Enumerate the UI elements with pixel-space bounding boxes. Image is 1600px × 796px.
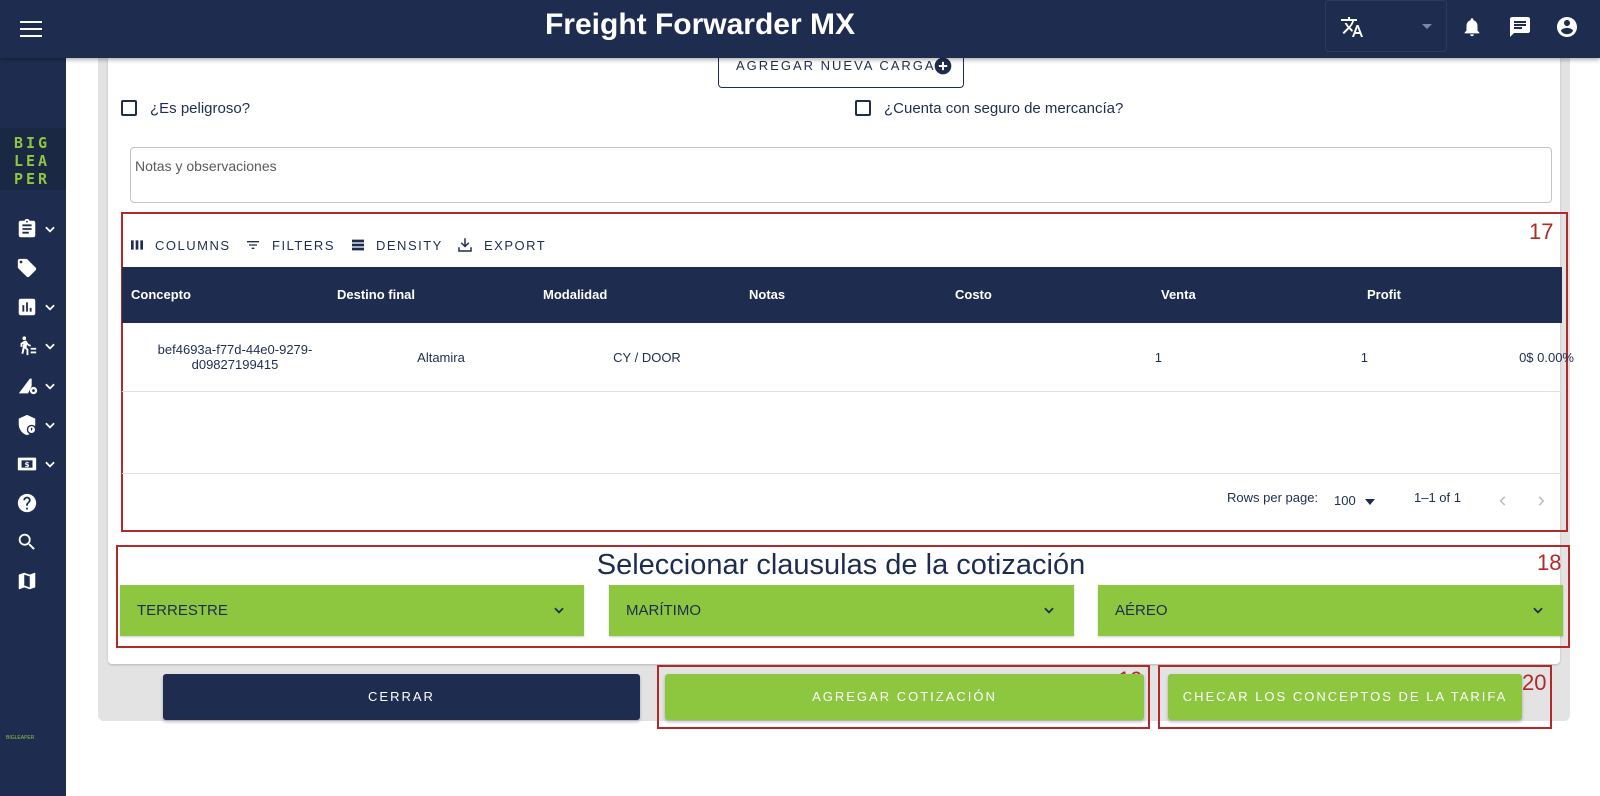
columns-icon [131,240,143,250]
annotation-box-19 [657,665,1150,729]
bell-icon[interactable] [1461,15,1483,39]
sidebar-item-security[interactable] [16,412,60,438]
column-header-notas[interactable]: Notas [749,287,786,302]
annotation-label-20: 20 [1522,670,1547,695]
cell-concepto: bef4693a-f77d-44e0-9279- d09827199415 [157,342,313,372]
annotation-label-17: 17 [1529,219,1554,244]
map-icon [18,572,36,590]
notes-field[interactable]: Notas y observaciones [130,147,1552,203]
clauses-title: Seleccionar clausulas de la cotización [596,549,1086,581]
chevron-right-icon[interactable] [1534,494,1548,508]
account-circle-icon[interactable] [1555,15,1579,39]
filter-icon [247,241,259,249]
column-header-costo[interactable]: Costo [955,287,992,302]
table-row[interactable]: bef4693a-f77d-44e0-9279- d09827199415 Al… [122,324,1574,392]
sidebar-item-tags[interactable] [16,255,60,281]
export-button[interactable]: EXPORT [456,234,546,256]
annotation-box-18 [116,545,1570,648]
column-header-modalidad[interactable]: Modalidad [543,287,608,302]
cell-destino: Altamira [417,350,465,365]
cell-modalidad: CY / DOOR [613,350,681,365]
money-icon: $ [17,457,37,471]
clipboard-icon [18,218,36,238]
language-select[interactable] [1325,0,1447,52]
chevron-left-icon[interactable] [1496,494,1510,508]
chevron-down-icon [554,607,564,614]
grid-header: Concepto Destino final Modalidad Notas C… [122,267,1562,323]
clause-dropdown-aereo[interactable]: AÉREO [1098,585,1563,636]
check-tariff-concepts-button[interactable]: CHECAR LOS CONCEPTOS DE LA TARIFA [1168,674,1522,720]
column-header-profit[interactable]: Profit [1367,287,1401,302]
insurance-checkbox[interactable] [855,100,871,116]
add-quote-button[interactable]: AGREGAR COTIZACIÓN [665,674,1144,720]
sidebar-item-reports[interactable] [16,294,60,320]
dangerous-checkbox[interactable] [121,100,137,116]
rows-per-page-select[interactable]: 100 [1334,493,1382,513]
columns-button[interactable]: COLUMNS [129,234,231,256]
app-title: Freight Forwarder MX [544,8,856,41]
insurance-label: ¿Cuenta con seguro de mercancía? [884,100,1124,117]
sidebar-item-operations[interactable] [16,333,60,359]
clause-dropdown-maritimo[interactable]: MARÍTIMO [609,585,1074,636]
cell-venta: 1 [1360,350,1368,365]
chevron-down-icon [1422,24,1432,29]
ship-gear-icon [18,378,38,395]
clause-dropdown-terrestre[interactable]: TERRESTRE [120,585,584,636]
chevron-down-icon [45,304,55,311]
walking-list-icon [20,336,37,356]
chevron-down-icon [45,226,55,233]
bar-chart-icon [18,298,36,316]
chevron-down-icon [45,461,55,468]
sidebar: BIG LEA PER $ BIGLEAPER [0,58,66,796]
filters-button[interactable]: FILTERS [244,234,335,256]
rows-per-page-label: Rows per page: [1227,490,1319,505]
tag-icon [17,258,37,278]
annotation-box-17 [121,212,1568,532]
dangerous-label: ¿Es peligroso? [150,100,251,117]
bigleaper-logo[interactable]: BIG LEA PER [0,128,66,190]
sidebar-item-finance[interactable]: $ [16,451,60,477]
translate-icon [1341,17,1363,37]
sidebar-item-shipping-settings[interactable] [16,373,60,399]
sidebar-item-help[interactable] [16,490,60,516]
help-icon [17,493,37,513]
footer-logo: BIGLEAPER [6,735,35,741]
annotation-box-20 [1158,665,1552,729]
pagination-range: 1–1 of 1 [1414,490,1461,505]
app-bar: Freight Forwarder MX [0,0,1600,58]
annotation-label-18: 18 [1537,550,1562,575]
sidebar-item-map[interactable] [16,568,60,594]
chevron-down-icon [45,343,55,350]
chevron-down-icon [1533,607,1543,614]
add-cargo-button[interactable]: AGREGAR NUEVA CARGA [718,57,964,88]
chevron-down-icon [1044,607,1054,614]
add-circle-icon [934,57,952,75]
svg-text:$: $ [24,460,29,469]
column-header-destino[interactable]: Destino final [337,287,416,302]
cell-profit: 0$ 0.00% [1519,350,1574,365]
search-icon [18,533,35,550]
download-icon [458,238,472,252]
chat-icon[interactable] [1508,15,1532,39]
cell-costo: 1 [1154,350,1162,365]
grid-footer: Rows per page: 100 1–1 of 1 [122,473,1562,529]
density-button[interactable]: DENSITY [350,234,443,256]
chevron-down-icon [45,383,55,390]
column-header-venta[interactable]: Venta [1161,287,1196,302]
sidebar-item-search[interactable] [16,529,60,555]
sidebar-item-quotes[interactable] [16,216,60,242]
density-icon [352,239,364,251]
shield-icon [18,414,37,436]
chevron-down-icon [45,422,55,429]
close-button[interactable]: CERRAR [163,674,640,720]
caret-down-icon [1365,499,1375,505]
menu-icon[interactable] [20,16,42,42]
column-header-concepto[interactable]: Concepto [131,287,191,302]
